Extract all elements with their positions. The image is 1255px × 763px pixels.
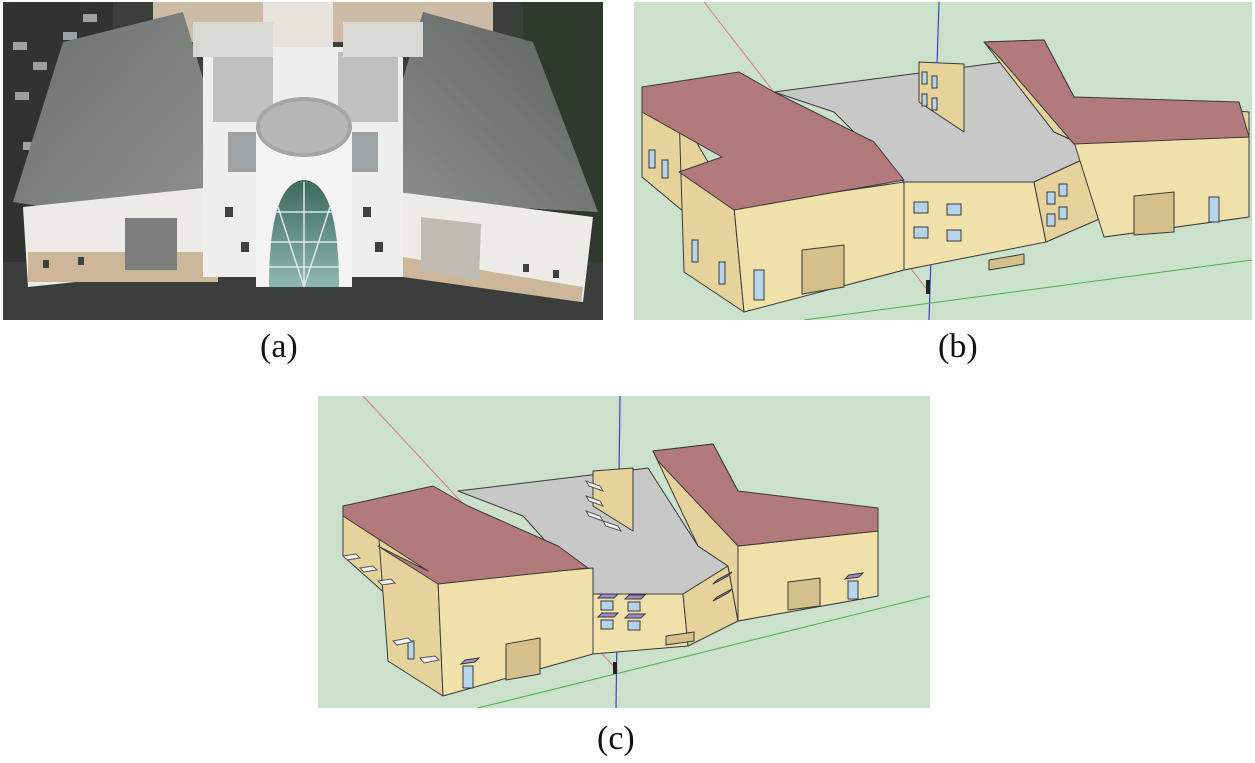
- shading-devices: [459, 571, 865, 665]
- model-b-drawing: [641, 2, 1252, 320]
- left-door: [505, 637, 541, 681]
- left-block-roof: [342, 485, 589, 585]
- caption-c: (c): [597, 720, 635, 757]
- left-wing-roof: [13, 12, 213, 232]
- person-figure: [926, 280, 930, 294]
- right-door: [1133, 191, 1175, 236]
- aerial-photo-panel: [3, 2, 603, 320]
- person-figure: [613, 662, 617, 674]
- right-wing-roof: [393, 12, 598, 212]
- windows: [648, 71, 1220, 301]
- caption-a: (a): [260, 328, 298, 365]
- green-axis: [803, 259, 1252, 320]
- middle-wall: [903, 181, 1047, 271]
- right-wing-door: [421, 217, 481, 280]
- left-block-roof: [641, 71, 905, 211]
- left-wing-door: [125, 218, 177, 270]
- right-block-roof: [652, 443, 879, 547]
- model-c-drawing: [341, 396, 930, 708]
- side-shades: [341, 480, 623, 664]
- model-panel-b: [634, 2, 1252, 320]
- green-axis: [477, 595, 930, 708]
- windows: [407, 580, 859, 689]
- left-door: [801, 244, 845, 295]
- right-door: [787, 577, 821, 611]
- caption-b: (b): [938, 328, 978, 365]
- model-panel-c: [318, 396, 930, 708]
- aerial-photo-image: [3, 2, 603, 320]
- right-block-roof: [983, 39, 1250, 145]
